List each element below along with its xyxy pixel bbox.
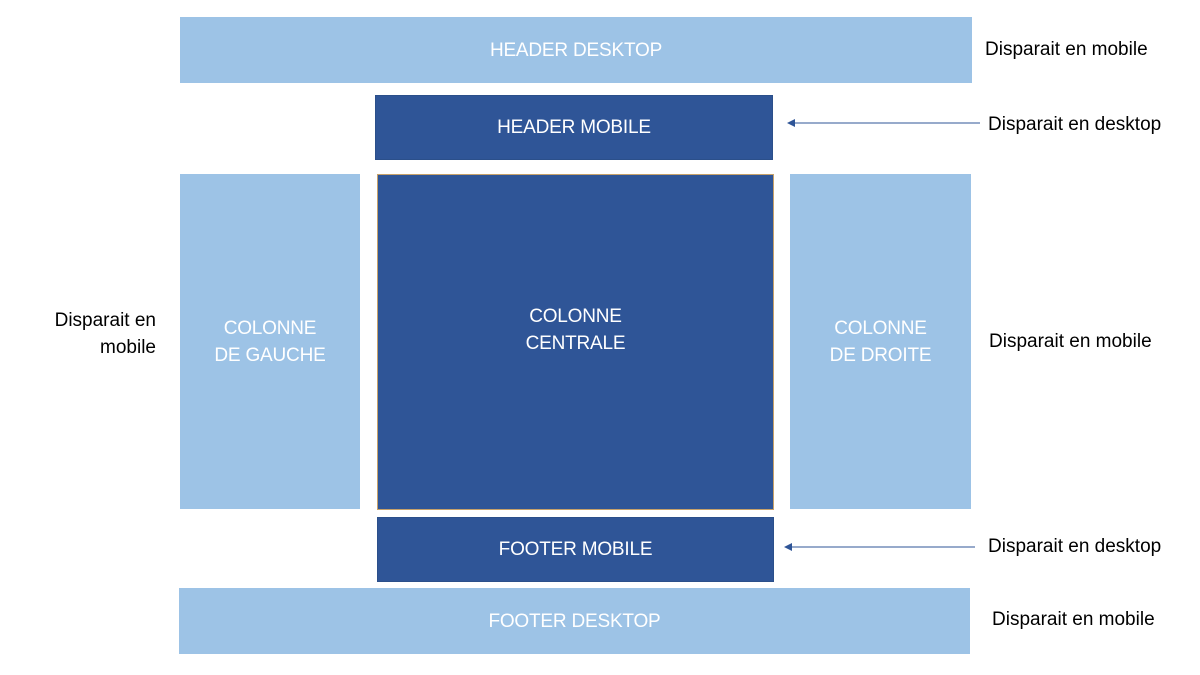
header-mobile-arrow: [787, 119, 980, 127]
left-column-label: COLONNE DE GAUCHE: [214, 317, 326, 366]
header-mobile-note: Disparait en desktop: [988, 114, 1162, 135]
header-mobile-label: HEADER MOBILE: [497, 117, 651, 138]
center-column-label: COLONNE CENTRALE: [525, 306, 626, 354]
header-desktop-block: HEADER DESKTOP: [180, 17, 972, 83]
left-column-block: COLONNE DE GAUCHE: [180, 174, 360, 509]
footer-mobile-block: FOOTER MOBILE: [377, 517, 774, 582]
footer-mobile-note: Disparait en desktop: [988, 536, 1162, 557]
footer-mobile-arrow: [784, 543, 975, 551]
footer-desktop-note: Disparait en mobile: [992, 609, 1155, 630]
footer-desktop-block: FOOTER DESKTOP: [179, 588, 970, 654]
header-desktop-label: HEADER DESKTOP: [489, 39, 663, 61]
right-column-note: Disparait en mobile: [989, 331, 1152, 352]
right-column-block: COLONNE DE DROITE: [790, 174, 971, 509]
footer-desktop-label: FOOTER DESKTOP: [488, 610, 661, 632]
footer-mobile-label: FOOTER MOBILE: [498, 539, 653, 560]
left-column-note: Disparait en mobile: [54, 310, 156, 358]
header-mobile-block: HEADER MOBILE: [375, 95, 773, 160]
center-column-block: COLONNE CENTRALE: [377, 174, 774, 510]
right-column-label: COLONNE DE DROITE: [829, 317, 932, 366]
header-desktop-note: Disparait en mobile: [985, 39, 1148, 60]
